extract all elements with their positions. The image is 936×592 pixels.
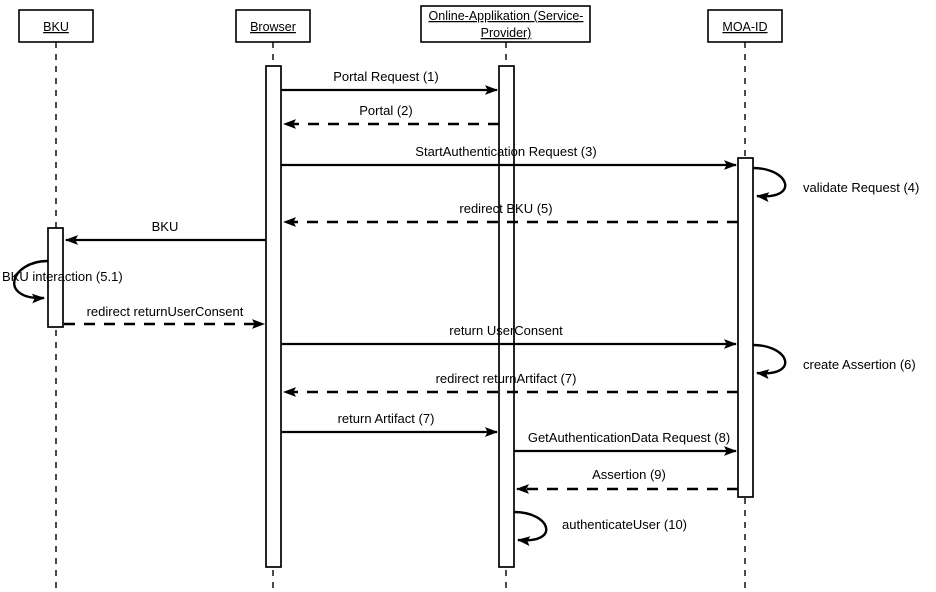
message-arrow-authenticateuser — [513, 510, 548, 546]
message-arrow-bku-interaction — [13, 259, 49, 304]
lifeline-header-browser[interactable]: Browser — [235, 9, 311, 43]
message-label-authenticateuser: authenticateUser (10) — [562, 517, 687, 532]
lifeline-label-browser: Browser — [250, 20, 296, 34]
message-label-redirect-returnartifact: redirect returnArtifact (7) — [436, 371, 577, 386]
activation-bar-online-applikation[interactable] — [498, 65, 515, 568]
message-label-return-userconsent: return UserConsent — [449, 323, 563, 338]
message-label-bku-interaction: BKU interaction (5.1) — [2, 269, 123, 284]
message-assertion[interactable]: Assertion (9) — [516, 467, 738, 494]
lifeline-header-online-applikation[interactable]: Online-Applikation (Service- Provider) — [420, 5, 591, 43]
message-label-redirect-bku: redirect BKU (5) — [459, 201, 552, 216]
message-bku[interactable]: BKU — [65, 219, 266, 245]
message-arrow-create-assertion — [752, 343, 787, 379]
message-label-startauthentication-request: StartAuthentication Request (3) — [415, 144, 596, 159]
lifeline-label-online-applikation-line2: Provider) — [481, 26, 532, 40]
message-label-assertion: Assertion (9) — [592, 467, 666, 482]
message-label-redirect-returnuserconsent: redirect returnUserConsent — [87, 304, 244, 319]
activation-bars — [47, 65, 754, 568]
message-label-validate-request: validate Request (4) — [803, 180, 919, 195]
message-label-portal-request: Portal Request (1) — [333, 69, 439, 84]
message-startauthentication-request[interactable]: StartAuthentication Request (3) — [281, 144, 737, 170]
message-return-artifact[interactable]: return Artifact (7) — [281, 411, 498, 437]
lifeline-box-bku[interactable] — [18, 9, 94, 43]
message-create-assertion[interactable]: create Assertion (6) — [752, 343, 916, 379]
message-authenticateuser[interactable]: authenticateUser (10) — [513, 510, 687, 546]
activation-bar-browser[interactable] — [265, 65, 282, 568]
message-label-getauthenticationdata-request: GetAuthenticationData Request (8) — [528, 430, 730, 445]
lifeline-box-moa-id[interactable] — [707, 9, 783, 43]
activation-bar-moa-id[interactable] — [737, 157, 754, 498]
message-arrow-validate-request — [752, 166, 787, 202]
message-label-portal: Portal (2) — [359, 103, 412, 118]
lifeline-label-online-applikation-line1: Online-Applikation (Service- — [429, 9, 584, 23]
message-validate-request[interactable]: validate Request (4) — [752, 166, 919, 202]
message-label-return-artifact: return Artifact (7) — [338, 411, 435, 426]
message-redirect-returnuserconsent[interactable]: redirect returnUserConsent — [64, 304, 265, 329]
message-return-userconsent[interactable]: return UserConsent — [281, 323, 737, 349]
message-label-bku: BKU — [152, 219, 179, 234]
message-bku-interaction[interactable]: BKU interaction (5.1) — [2, 259, 123, 304]
lifeline-label-moa-id: MOA-ID — [722, 20, 767, 34]
lifeline-box-browser[interactable] — [235, 9, 311, 43]
lifeline-header-moa-id[interactable]: MOA-ID — [707, 9, 783, 43]
message-redirect-returnartifact[interactable]: redirect returnArtifact (7) — [283, 371, 738, 397]
message-portal-request[interactable]: Portal Request (1) — [281, 69, 498, 95]
lifeline-header-bku[interactable]: BKU — [18, 9, 94, 43]
message-label-create-assertion: create Assertion (6) — [803, 357, 916, 372]
lifeline-box-online-applikation[interactable] — [420, 5, 591, 43]
message-portal[interactable]: Portal (2) — [283, 103, 499, 129]
activation-bar-bku[interactable] — [47, 227, 64, 328]
message-redirect-bku[interactable]: redirect BKU (5) — [283, 201, 738, 227]
lifeline-label-bku: BKU — [43, 20, 69, 34]
message-getauthenticationdata-request[interactable]: GetAuthenticationData Request (8) — [514, 430, 737, 456]
